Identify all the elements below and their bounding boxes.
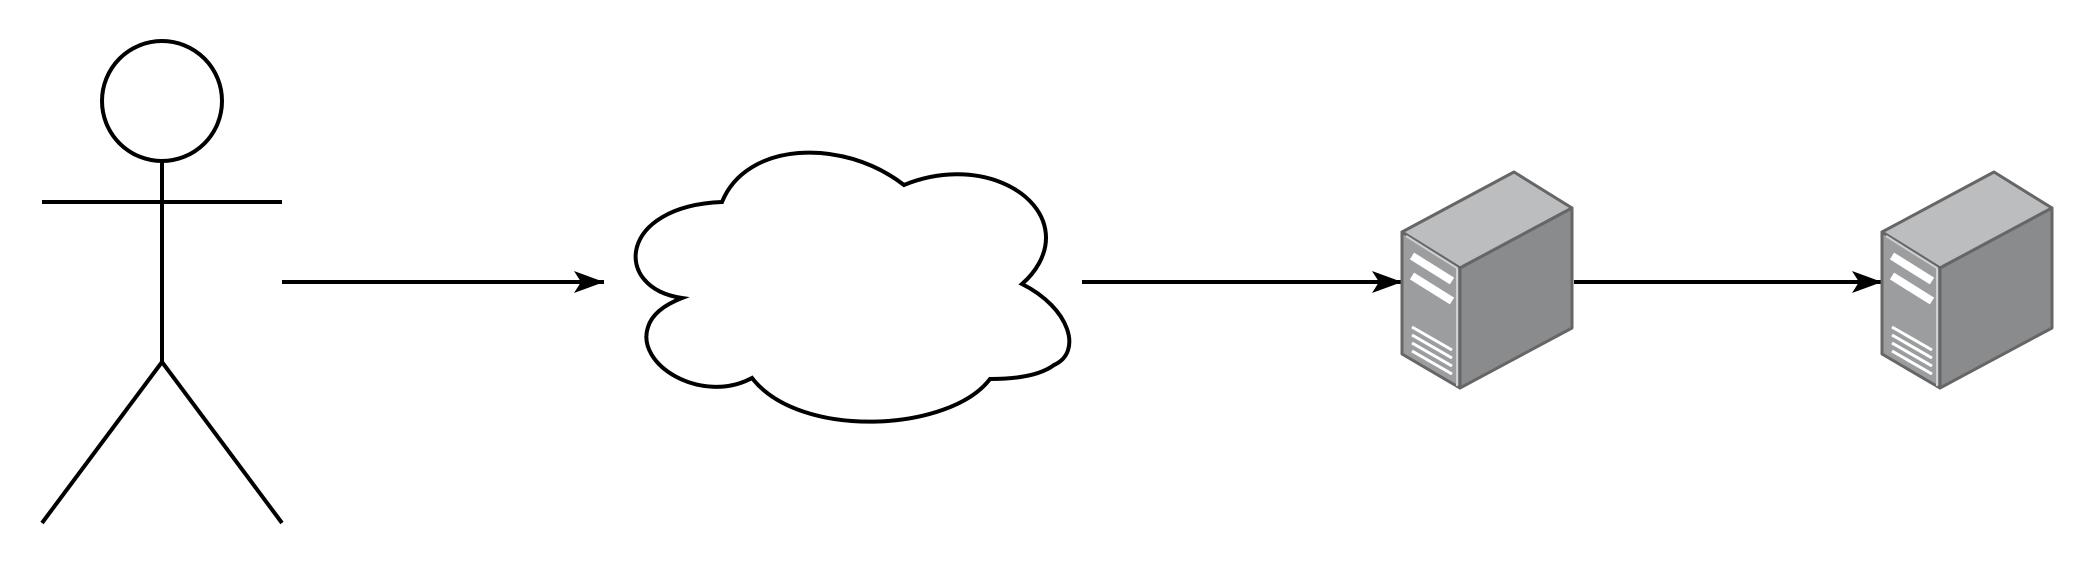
cloud-icon xyxy=(633,150,1072,424)
server-front-face xyxy=(1400,230,1462,390)
server-drive-bays xyxy=(1409,252,1455,305)
actor-head xyxy=(100,39,224,163)
user-actor-icon xyxy=(40,39,284,525)
actor-right-leg xyxy=(160,360,284,525)
server-2-icon xyxy=(1880,170,2054,390)
server-1-icon xyxy=(1400,170,1574,390)
actor-left-leg xyxy=(40,360,164,525)
server-front-highlight xyxy=(1885,235,1938,386)
server-front-face xyxy=(1880,230,1942,390)
server-vents xyxy=(1891,325,1933,376)
server-vents xyxy=(1411,325,1453,376)
server-drive-bays xyxy=(1889,252,1935,305)
server-front-highlight xyxy=(1405,235,1458,386)
